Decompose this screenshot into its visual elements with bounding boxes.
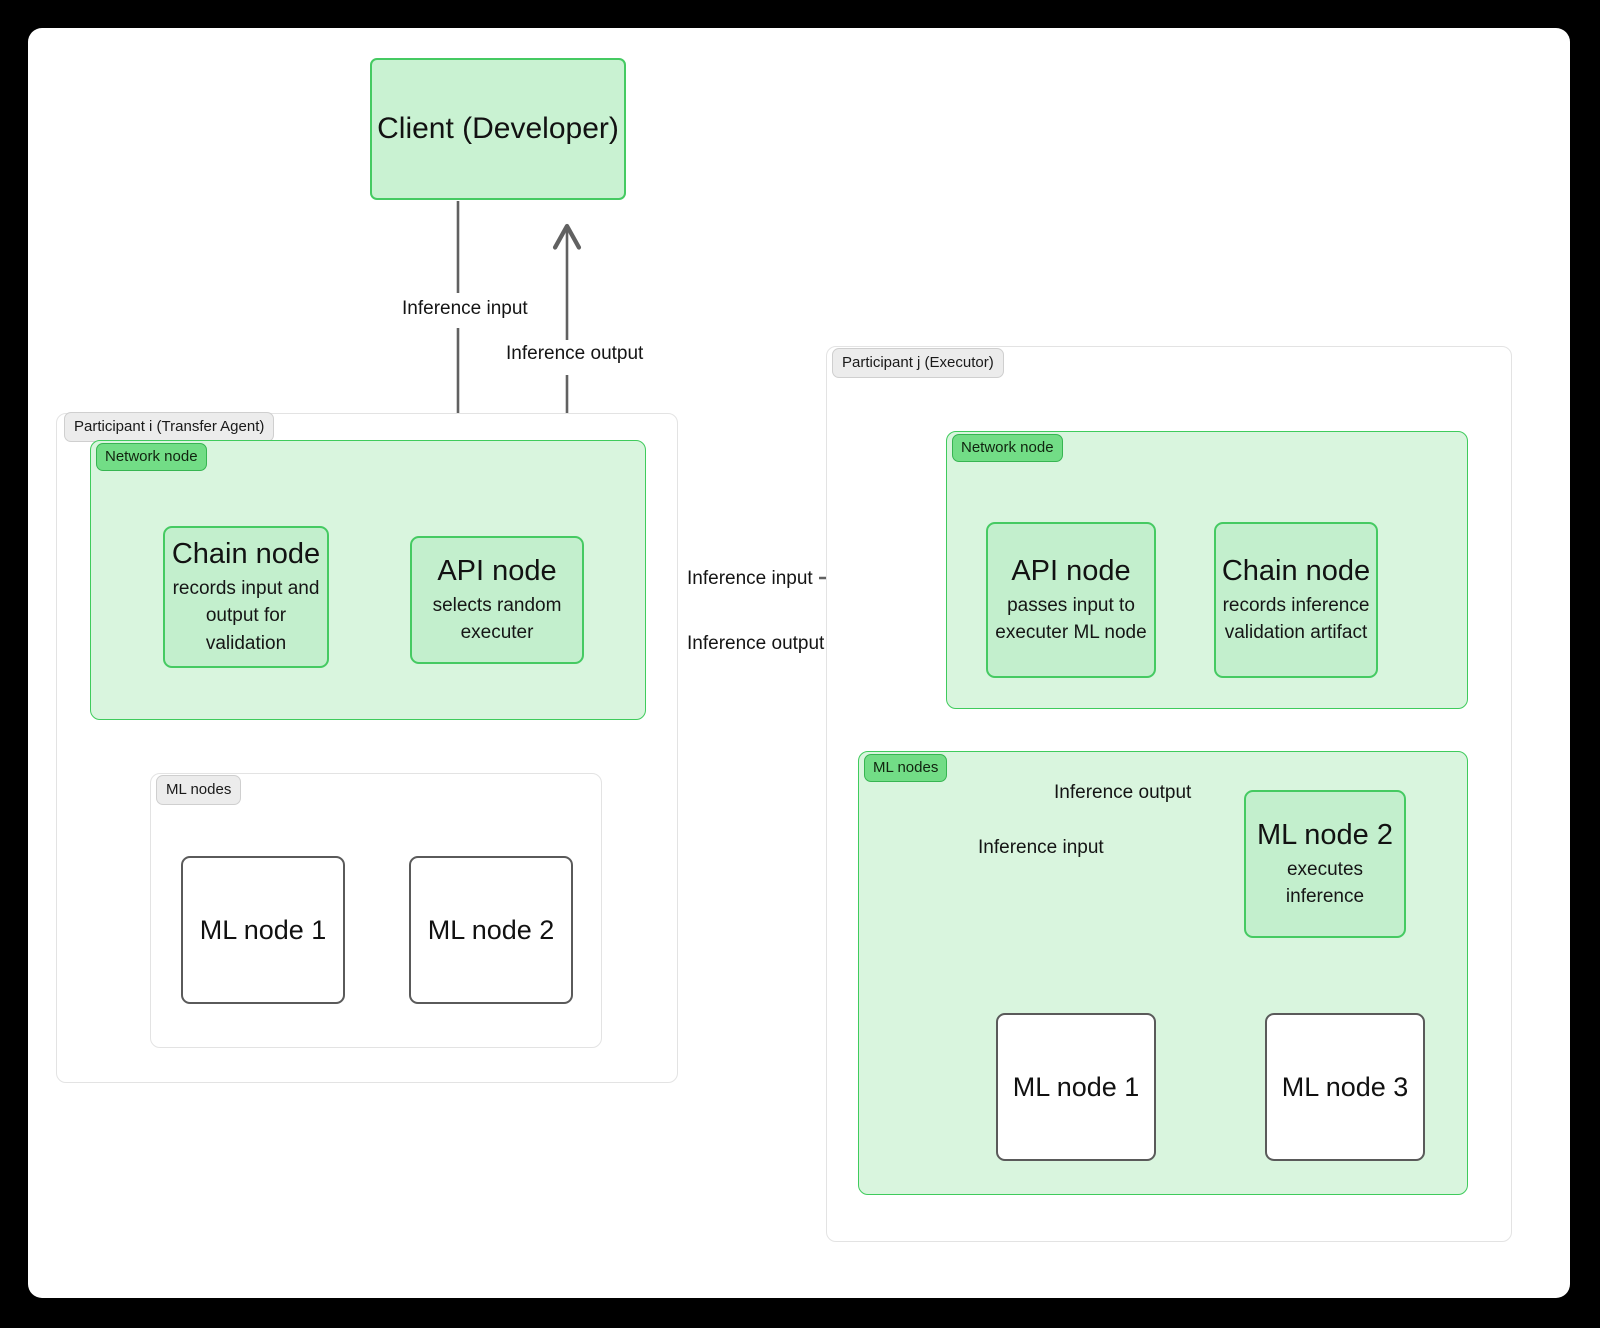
participant-j-api-node-title: API node	[1011, 555, 1131, 588]
participant-j-ml-node-1-label: ML node 1	[1012, 1071, 1140, 1102]
client-node-label: Client (Developer)	[377, 112, 619, 145]
participant-j-ml-node-3[interactable]: ML node 3	[1265, 1013, 1425, 1161]
participant-i-network-badge: Network node	[96, 443, 207, 471]
edge-label-client-inference-output: Inference output	[500, 341, 650, 366]
participant-j-ml-node-3-label: ML node 3	[1281, 1071, 1409, 1102]
edge-label-cross-inference-input: Inference input	[681, 566, 819, 591]
participant-j-network-badge: Network node	[952, 434, 1063, 462]
participant-j-chain-node-title: Chain node	[1221, 555, 1371, 588]
participant-j-chain-node[interactable]: Chain node records inference validation …	[1214, 522, 1378, 678]
participant-i-api-node[interactable]: API node selects random executer	[410, 536, 584, 664]
participant-i-badge: Participant i (Transfer Agent)	[64, 412, 275, 442]
participant-i-chain-node[interactable]: Chain node records input and output for …	[163, 526, 329, 668]
diagram-canvas: Client (Developer) Inference input Infer…	[28, 28, 1570, 1298]
participant-i-ml-node-1[interactable]: ML node 1	[181, 856, 345, 1004]
participant-j-badge: Participant j (Executor)	[832, 348, 1004, 378]
participant-i-ml-node-1-label: ML node 1	[199, 914, 327, 945]
participant-j-ml-node-1[interactable]: ML node 1	[996, 1013, 1156, 1161]
client-node[interactable]: Client (Developer)	[370, 58, 626, 200]
participant-i-chain-node-title: Chain node	[171, 538, 321, 571]
edge-label-ml-inference-output: Inference output	[1048, 780, 1198, 805]
participant-i-ml-node-2-label: ML node 2	[427, 914, 555, 945]
participant-j-executor-ml-node[interactable]: ML node 2 executes inference	[1244, 790, 1406, 938]
participant-i-api-node-title: API node	[437, 555, 557, 588]
participant-i-ml-badge: ML nodes	[156, 775, 242, 805]
participant-j-api-node-subtitle: passes input to executer ML node	[995, 594, 1147, 644]
participant-i-chain-node-subtitle: records input and output for validation	[172, 577, 320, 655]
participant-j-executor-ml-node-subtitle: executes inference	[1285, 858, 1365, 908]
participant-j-api-node[interactable]: API node passes input to executer ML nod…	[986, 522, 1156, 678]
edge-label-cross-inference-output: Inference output	[681, 631, 831, 656]
edge-label-client-inference-input: Inference input	[396, 296, 534, 321]
participant-j-executor-ml-node-title: ML node 2	[1257, 819, 1393, 852]
participant-j-chain-node-subtitle: records inference validation artifact	[1222, 594, 1370, 644]
edge-label-ml-inference-input: Inference input	[972, 835, 1110, 860]
participant-j-ml-badge: ML nodes	[864, 754, 948, 782]
participant-i-api-node-subtitle: selects random executer	[432, 594, 562, 644]
participant-i-ml-node-2[interactable]: ML node 2	[409, 856, 573, 1004]
